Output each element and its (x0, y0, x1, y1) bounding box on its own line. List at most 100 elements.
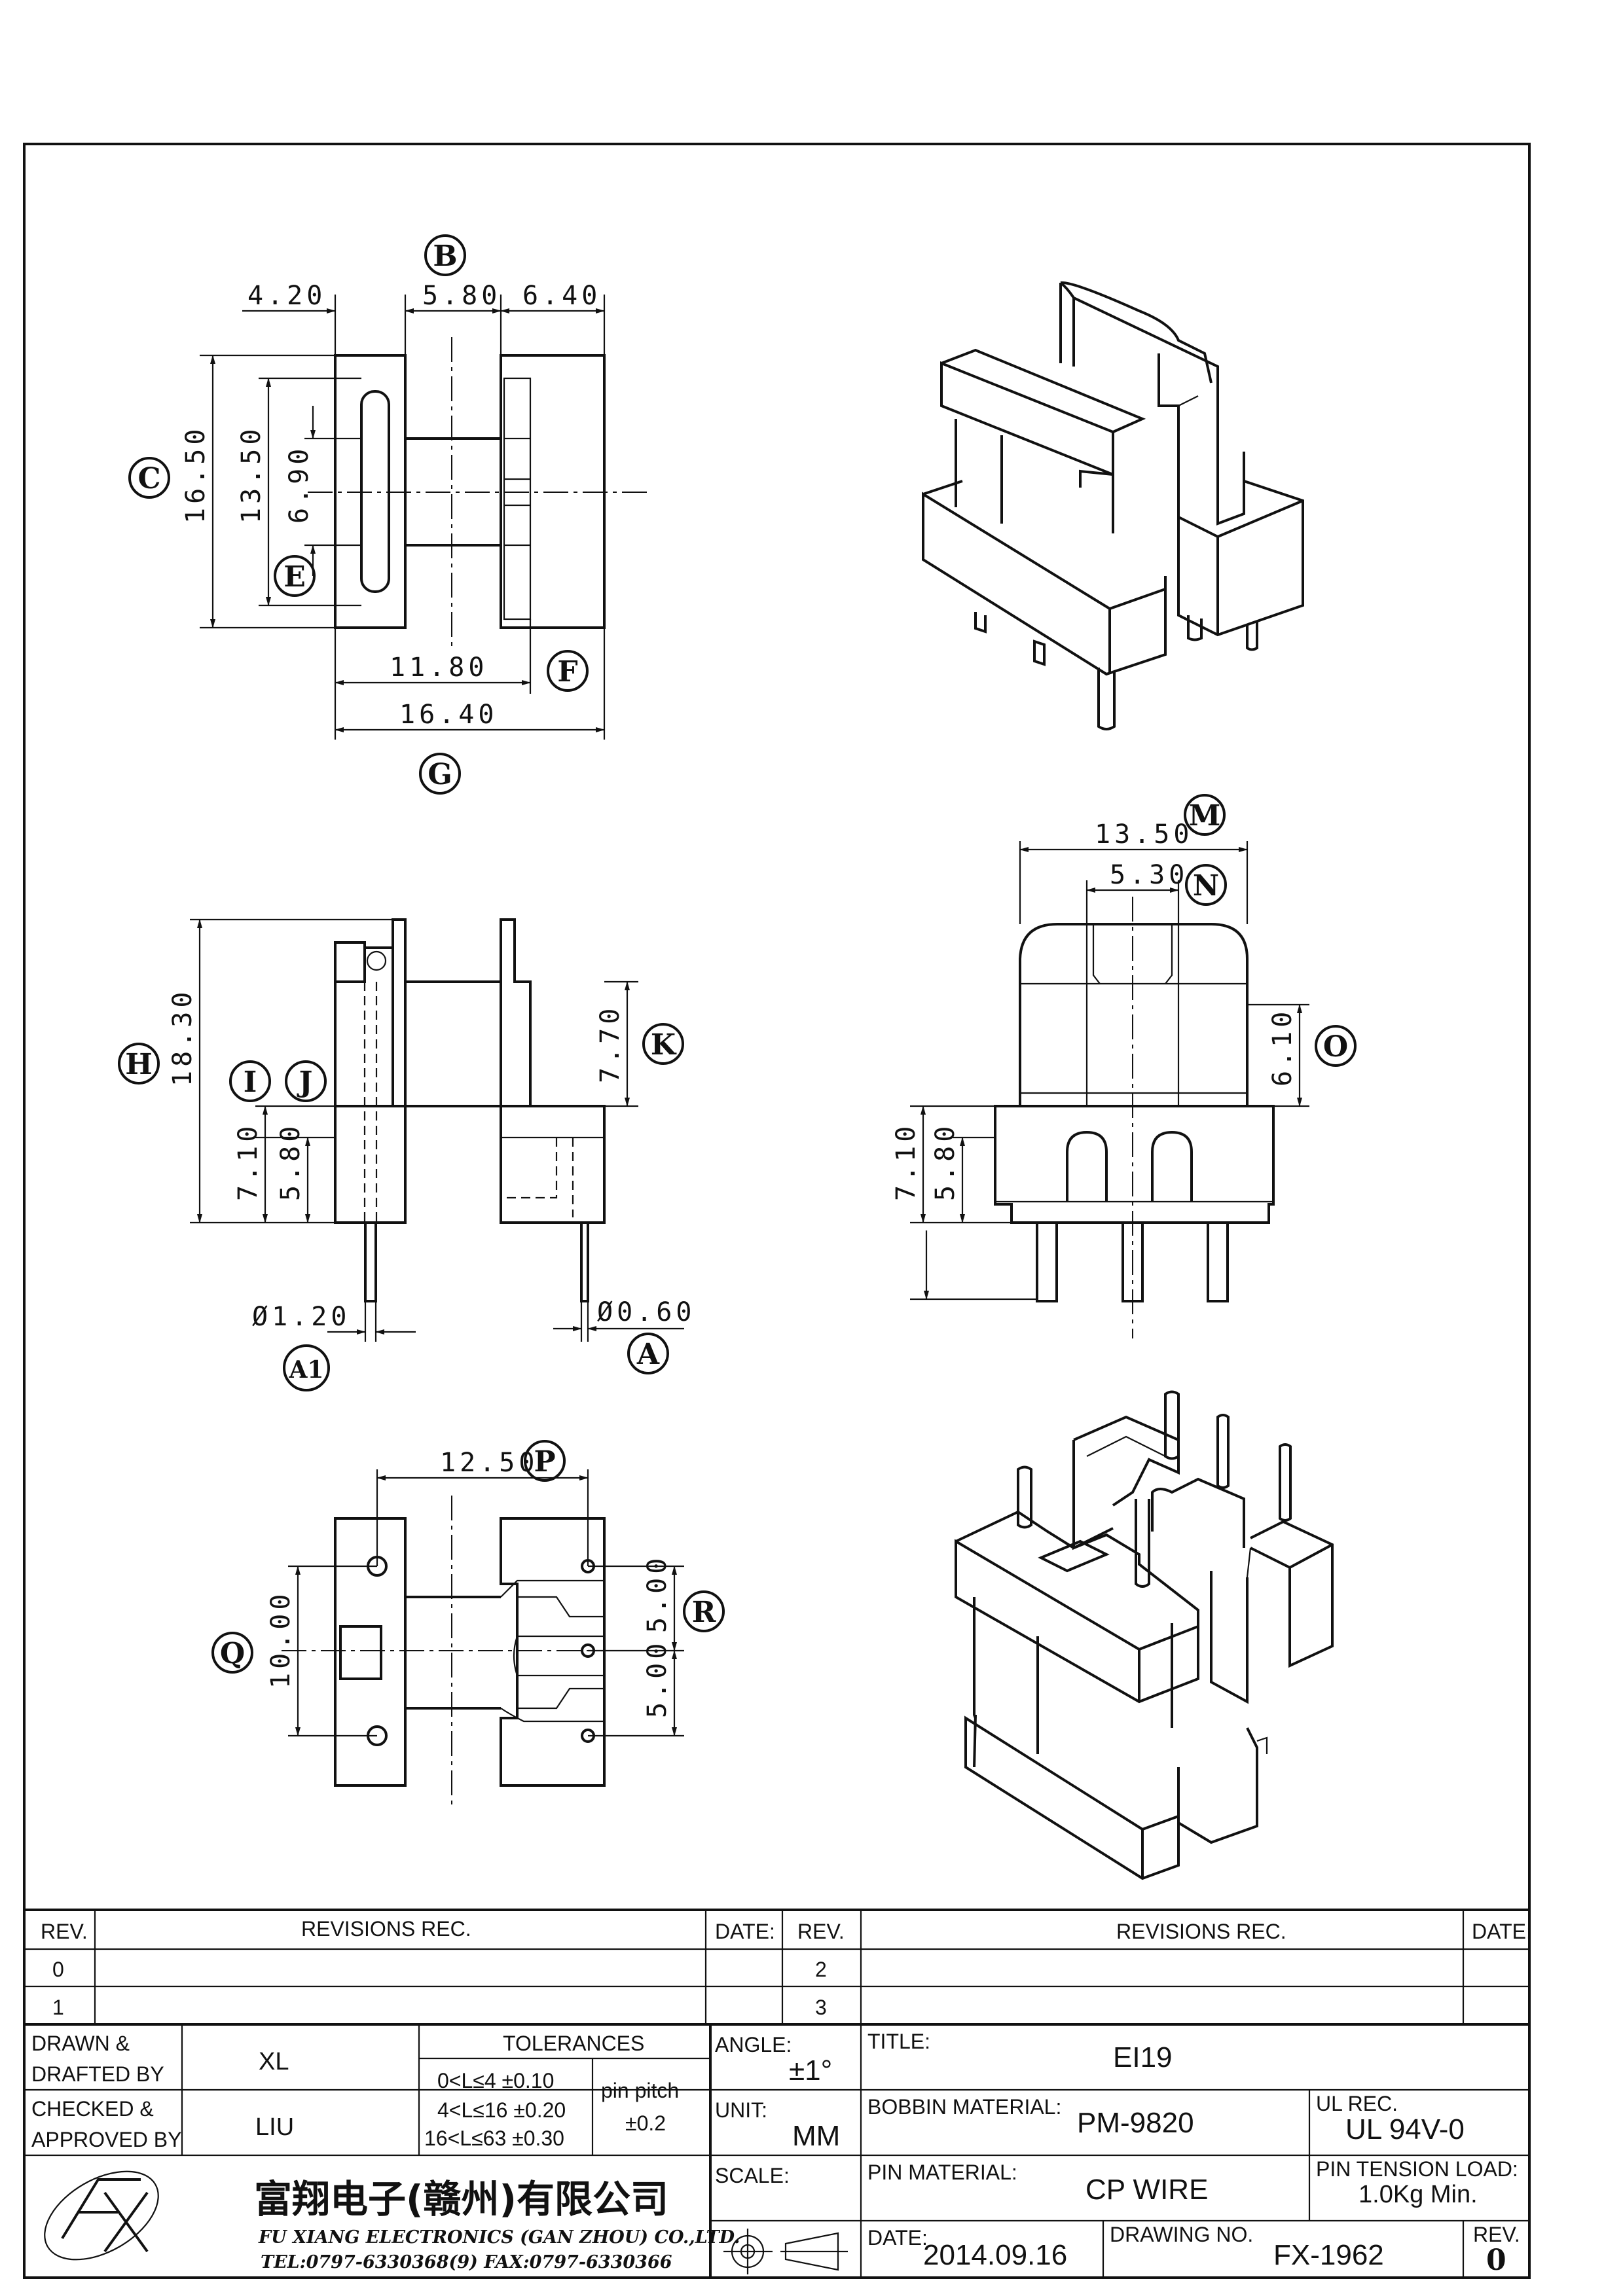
pin-pitch-label: pin pitch (601, 2079, 679, 2102)
svg-text:B: B (433, 240, 457, 273)
tolerance-row-1: 0<L≤4 ±0.10 (437, 2069, 554, 2092)
bobbin-material-value: PM-9820 (1077, 2107, 1194, 2139)
unit-label: UNIT: (715, 2098, 767, 2122)
angle-value: ±1° (789, 2054, 832, 2087)
projection-symbol (723, 2229, 848, 2274)
bubble-B: B (424, 234, 466, 276)
pin-tension-label: PIN TENSION LOAD: (1316, 2157, 1518, 2181)
bubble-Q: Q (211, 1632, 253, 1674)
dim-dia-0-60: Ø0.60 (597, 1297, 695, 1327)
company-name-en: FU XIANG ELECTRONICS (GAN ZHOU) CO.,LTD. (258, 2227, 740, 2248)
tolerances-header: TOLERANCES (503, 2032, 644, 2055)
dim-dia-1-20: Ø1.20 (252, 1302, 350, 1332)
dim-10-00: 10.00 (266, 1590, 296, 1689)
svg-text:I: I (244, 1066, 257, 1099)
svg-text:K: K (651, 1028, 677, 1062)
scale-label: SCALE: (715, 2164, 790, 2187)
svg-text:Q: Q (220, 1637, 245, 1670)
svg-text:E: E (283, 560, 306, 594)
bubble-J: J (285, 1060, 327, 1102)
dim-6-90: 6.90 (284, 445, 314, 524)
pin-material-label: PIN MATERIAL: (867, 2161, 1017, 2184)
iso-view-bottom (955, 1390, 1334, 1880)
svg-text:A1: A1 (289, 1356, 324, 1384)
svg-text:G: G (428, 758, 452, 791)
dim-6-10: 6.10 (1267, 1008, 1298, 1086)
tolerance-row-3: 16<L≤63 ±0.30 (424, 2126, 564, 2150)
bubble-C: C (128, 457, 170, 499)
dim-16-40: 16.40 (399, 700, 498, 730)
checked-label: CHECKED & (31, 2097, 154, 2121)
iso-view-top (922, 281, 1304, 730)
dim-5-80-right: 5.80 (930, 1122, 960, 1201)
svg-text:N: N (1193, 869, 1219, 903)
dim-7-70: 7.70 (595, 1005, 625, 1083)
dim-5-30: 5.30 (1110, 860, 1188, 890)
front-view-dims: 13.50 5.30 6.10 7.10 5.80 (891, 819, 1309, 1300)
dim-16-50: 16.50 (181, 425, 211, 524)
bubble-M: M (1184, 794, 1226, 836)
dim-6-40: 6.40 (522, 281, 601, 311)
unit-value: MM (792, 2120, 840, 2152)
rev-2: 2 (815, 1958, 827, 1981)
bubble-P: P (524, 1440, 566, 1482)
rev-label: REV. (1473, 2223, 1520, 2246)
bubble-G: G (419, 753, 461, 795)
ul-rec-label: UL REC. (1316, 2092, 1398, 2115)
date-header: DATE: (715, 1920, 775, 1943)
dim-13-50: 13.50 (236, 425, 266, 524)
rev-3: 3 (815, 1996, 827, 2019)
tolerance-row-2: 4<L≤16 ±0.20 (437, 2098, 566, 2122)
svg-text:M: M (1189, 799, 1221, 833)
company-contact: TEL:0797-6330368(9) FAX:0797-6330366 (261, 2252, 672, 2272)
rev-0: 0 (52, 1958, 64, 1981)
pin-material-value: CP WIRE (1085, 2174, 1208, 2206)
revisions-header: REVISIONS REC. (301, 1917, 471, 1941)
side-view (334, 918, 606, 1302)
angle-label: ANGLE: (715, 2033, 792, 2056)
rev-header-2: REV. (797, 1920, 845, 1943)
drawing-no-value: FX-1962 (1273, 2239, 1384, 2271)
checked-value: LIU (255, 2113, 294, 2141)
bubble-O: O (1315, 1025, 1357, 1067)
company-logo (44, 2170, 159, 2261)
bubble-F: F (547, 650, 589, 692)
bottom-view-dims: 12.50 10.00 5.00 5.00 (266, 1448, 684, 1737)
approved-label: APPROVED BY (31, 2128, 181, 2151)
dim-12-50: 12.50 (440, 1448, 538, 1478)
revisions-header-2: REVISIONS REC. (1116, 1920, 1286, 1943)
date-value: 2014.09.16 (923, 2239, 1067, 2271)
drawn-label: DRAWN & (31, 2032, 130, 2055)
bubble-A1: A1 (283, 1344, 330, 1391)
top-view (308, 337, 648, 648)
front-view (994, 897, 1275, 1338)
date-label: DATE: (867, 2226, 928, 2250)
sheet-border (23, 143, 1531, 2279)
bubble-N: N (1185, 864, 1227, 906)
pin-pitch-value: ±0.2 (625, 2111, 666, 2135)
bubble-K: K (642, 1023, 684, 1065)
svg-text:R: R (692, 1596, 716, 1629)
dim-4-20: 4.20 (247, 281, 326, 311)
bobbin-material-label: BOBBIN MATERIAL: (867, 2095, 1061, 2119)
dim-11-80: 11.80 (390, 653, 488, 683)
rev-1: 1 (52, 1996, 64, 2019)
title-label: TITLE: (867, 2030, 930, 2053)
title-value: EI19 (1113, 2041, 1173, 2073)
dim-5-80: 5.80 (422, 281, 501, 311)
rev-header: REV. (41, 1920, 88, 1943)
bubble-A: A (627, 1333, 669, 1374)
svg-text:H: H (125, 1048, 153, 1081)
drafted-label: DRAFTED BY (31, 2062, 164, 2086)
pin-tension-value: 1.0Kg Min. (1359, 2181, 1478, 2208)
svg-text:O: O (1323, 1030, 1348, 1064)
bubble-H: H (118, 1043, 160, 1085)
drawing-no-label: DRAWING NO. (1110, 2223, 1253, 2246)
svg-text:F: F (557, 655, 577, 689)
dim-18-30: 18.30 (168, 988, 198, 1086)
title-block: REV. REVISIONS REC. DATE: REV. REVISIONS… (24, 1909, 1532, 2278)
callout-bubbles: B C E F G H I J K A1 A M N O P Q R (118, 234, 1357, 1674)
company-name-cn: 富翔电子(赣州)有限公司 (254, 2177, 668, 2221)
dim-13-50-right: 13.50 (1095, 819, 1193, 850)
